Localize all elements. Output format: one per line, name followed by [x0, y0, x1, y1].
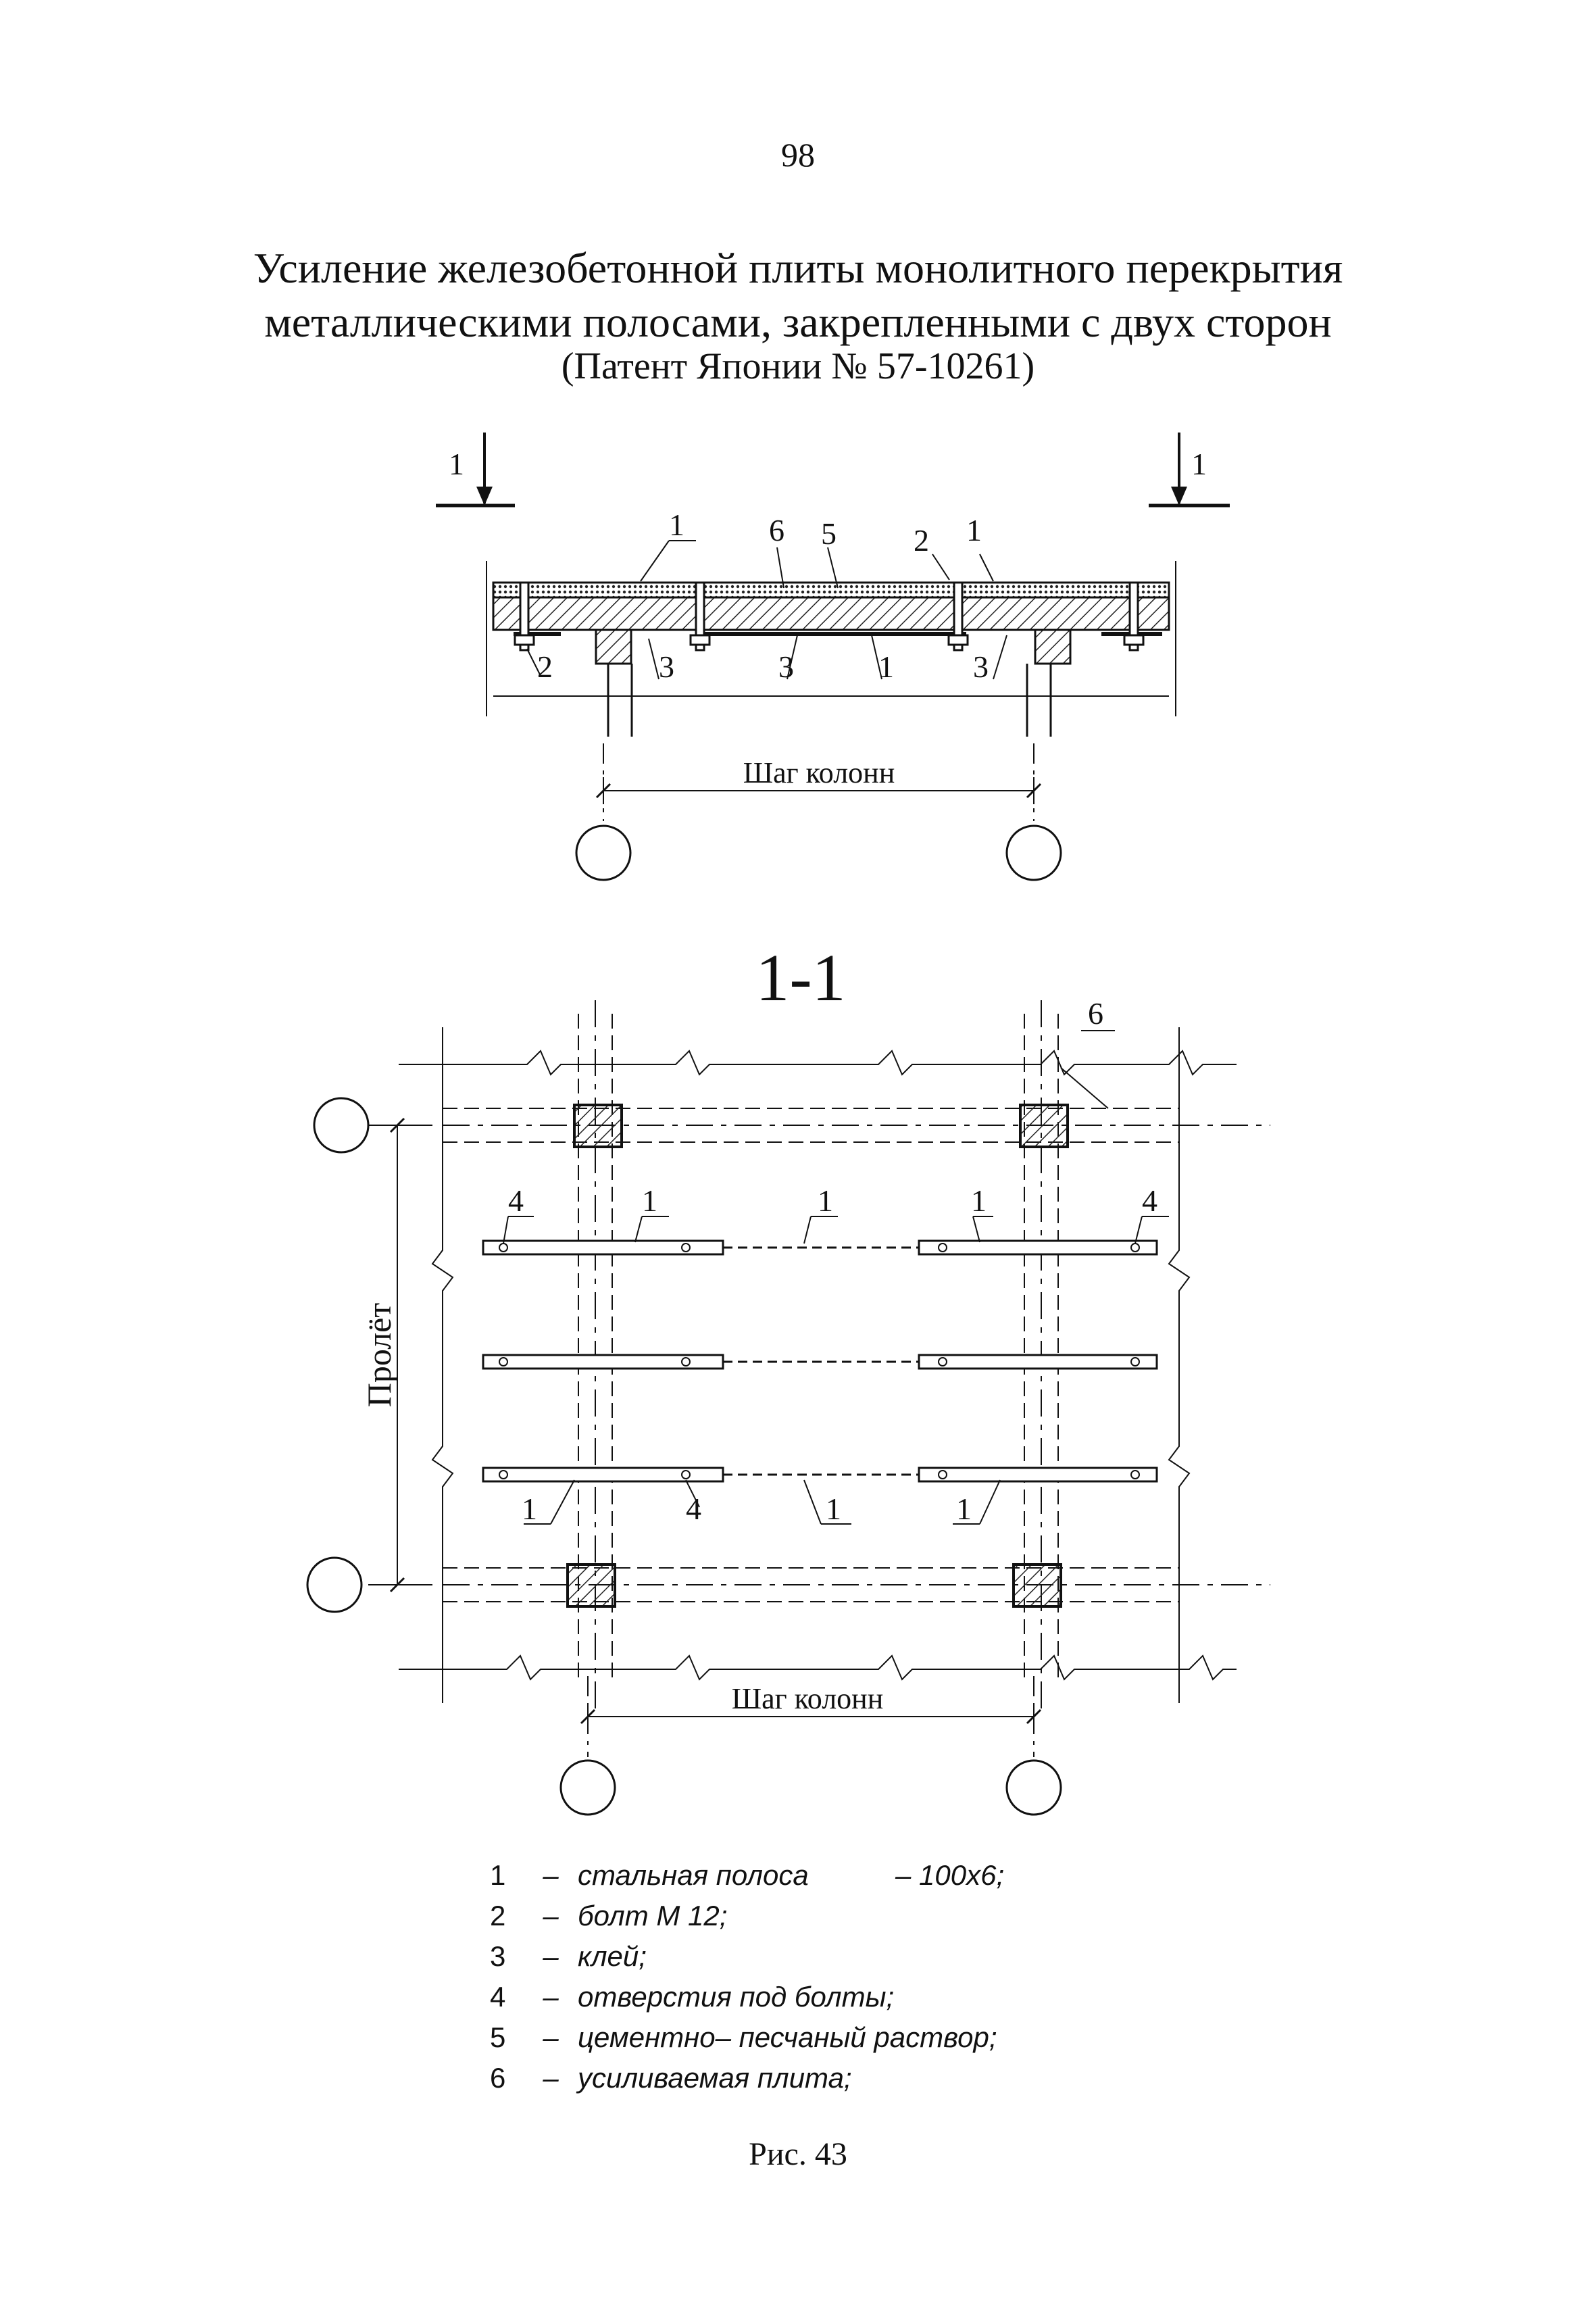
cut-mark-right-label: 1: [1191, 447, 1207, 481]
page-number: 98: [781, 136, 815, 174]
legend: 1–стальная полоса– 100x6; 2–болт М 12; 3…: [490, 1855, 1004, 2098]
legend-item: 3–клей;: [490, 1940, 647, 1972]
section-label-5: 2: [537, 649, 553, 684]
section-label-8: 1: [878, 649, 894, 684]
steel-strips: [482, 1239, 1158, 1483]
title-line-2: металлическими полосами, закрепленными с…: [264, 298, 1332, 346]
legend-item: 6–усиливаемая плита;: [490, 2062, 852, 2094]
plan-label-bottom-3: 1: [956, 1492, 972, 1526]
plan-span-label: Пролёт: [360, 1303, 398, 1408]
section-label-3: 2: [914, 523, 929, 558]
plan-label-top-2: 1: [818, 1183, 833, 1218]
plan-label-bottom-0: 1: [522, 1492, 537, 1526]
section-label-9: 3: [973, 649, 989, 684]
section-label-7: 3: [778, 649, 794, 684]
cut-mark-right: [1149, 433, 1230, 508]
plan-dimension-label: Шаг колонн: [732, 1682, 884, 1715]
legend-item: 5–цементно– песчаный раствор;: [490, 2021, 997, 2053]
cut-mark-left-label: 1: [449, 447, 464, 481]
section-view: [436, 433, 1230, 881]
plan-label-bottom-2: 1: [826, 1492, 841, 1526]
title-line-1: Усиление железобетонной плиты монолитног…: [253, 244, 1343, 292]
plan-title: 1-1: [755, 940, 845, 1015]
plan-label-bottom-1: 4: [686, 1492, 701, 1526]
section-label-1: 6: [769, 513, 784, 547]
section-label-0: 1: [669, 508, 684, 542]
plan-view: [306, 1000, 1270, 1816]
legend-item: 4–отверстия под болты;: [490, 1981, 895, 2013]
plan-label-slab: 6: [1088, 996, 1103, 1031]
legend-item: 1–стальная полоса– 100x6;: [490, 1859, 1005, 1891]
section-label-2: 5: [821, 516, 837, 551]
section-labels: 1 1 1 6 5 2 1 2 3 3 1 3 Шаг колонн: [449, 447, 1207, 789]
plan-labels: 6 4 1 1 1 4 1 4 1 1 Пролёт Шаг колонн: [360, 996, 1157, 1715]
legend-item: 2–болт М 12;: [490, 1900, 728, 1931]
plan-label-top-3: 1: [971, 1183, 987, 1218]
section-dimension-label: Шаг колонн: [743, 756, 895, 789]
section-label-4: 1: [966, 513, 982, 547]
plan-label-top-0: 4: [508, 1183, 524, 1218]
plan-label-top-4: 4: [1142, 1183, 1157, 1218]
bolt-holes: [499, 1243, 1140, 1479]
section-label-6: 3: [659, 649, 674, 684]
title-line-3: (Патент Японии № 57-10261): [561, 345, 1035, 387]
plan-label-top-1: 1: [642, 1183, 657, 1218]
figure-caption: Рис. 43: [749, 2136, 847, 2172]
cut-mark-left: [436, 433, 515, 508]
